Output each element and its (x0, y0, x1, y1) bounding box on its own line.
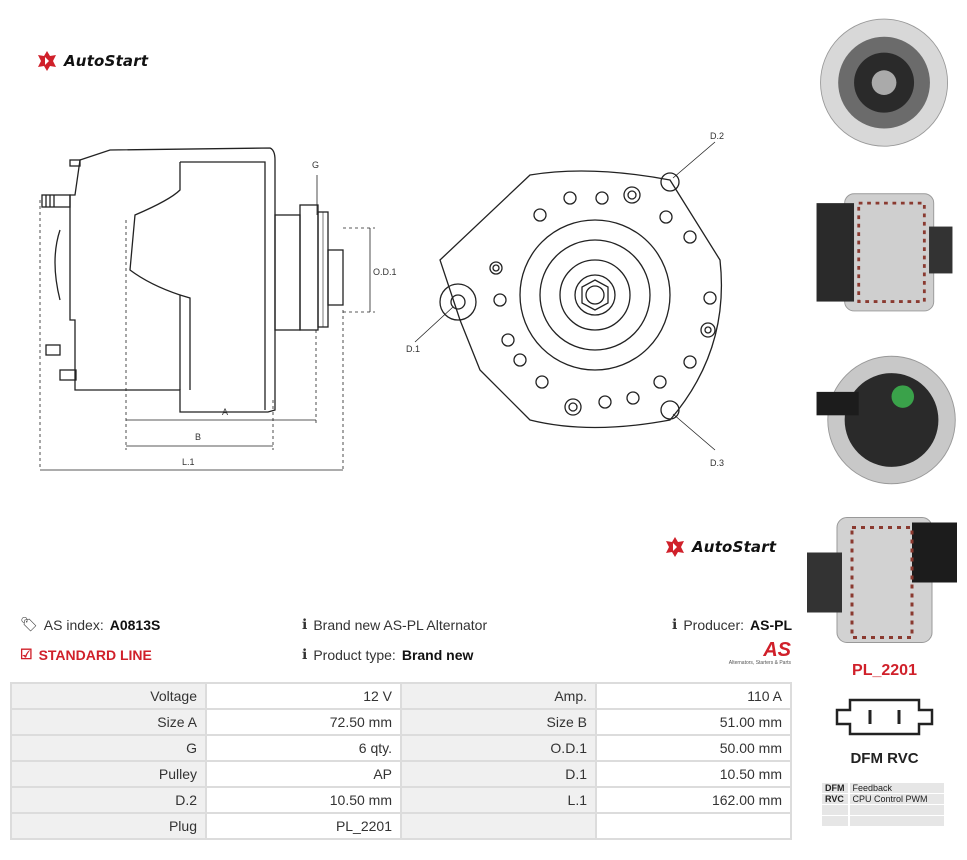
spec-label: Size A (10, 708, 207, 736)
spec-value: 10.50 mm (205, 786, 402, 814)
spec-label: D.1 (400, 760, 597, 788)
spec-label: Amp. (400, 682, 597, 710)
description: ℹ Brand new AS-PL Alternator (302, 616, 488, 633)
legend-key (822, 815, 850, 827)
producer-logo: AS Alternators, Starters & Parts (728, 639, 791, 666)
spec-label: G (10, 734, 207, 762)
technical-drawing: G O.D.1 A B L.1 D.1 D.2 D.3 (39, 131, 724, 471)
brand-logo-secondary: AutoStart (664, 536, 776, 558)
product-type: ℹ Product type: Brand new (302, 646, 474, 663)
legend-value: CPU Control PWM (848, 793, 946, 805)
label-d1: D.1 (406, 344, 420, 354)
label-a: A (222, 407, 228, 417)
info-icon: ℹ (672, 616, 678, 632)
spec-label (400, 812, 597, 840)
tag-icon: 🏷 (20, 616, 38, 632)
plug-code: PL_2201 (852, 662, 917, 679)
product-photo-side (816, 193, 953, 312)
spec-value: 10.50 mm (595, 760, 792, 788)
product-photo-top (807, 517, 957, 643)
spec-label: Voltage (10, 682, 207, 710)
as-index-value: A0813S (109, 616, 161, 633)
spec-label: Pulley (10, 760, 207, 788)
spec-label: D.2 (10, 786, 207, 814)
spec-value (595, 812, 792, 840)
spec-value: 6 qty. (205, 734, 402, 762)
label-d3: D.3 (710, 458, 724, 468)
spec-label: Size B (400, 708, 597, 736)
legend-key: RVC (822, 793, 850, 805)
checkbox-icon: ☑ (20, 646, 33, 662)
spec-value: 51.00 mm (595, 708, 792, 736)
label-d2: D.2 (710, 131, 724, 141)
label-l1: L.1 (182, 457, 195, 467)
label-g: G (312, 160, 319, 170)
spec-value: 162.00 mm (595, 786, 792, 814)
standard-line: ☑ STANDARD LINE (20, 646, 152, 663)
label-od1: O.D.1 (373, 267, 397, 277)
legend-value: Feedback (848, 783, 946, 794)
legend-row (822, 815, 946, 827)
brand-name: AutoStart (64, 52, 149, 70)
spec-label: O.D.1 (400, 734, 597, 762)
spec-value: AP (205, 760, 402, 788)
autostart-logo-icon (38, 51, 56, 71)
brand-logo: AutoStart (36, 50, 148, 72)
product-photo-front (820, 18, 949, 147)
as-index: 🏷 AS index: A0813S (20, 616, 161, 633)
label-b: B (195, 432, 201, 442)
legend-value (848, 804, 946, 816)
plug-connector-icon (835, 698, 934, 736)
legend-key (822, 804, 850, 816)
spec-value: 72.50 mm (205, 708, 402, 736)
spec-value: PL_2201 (205, 812, 402, 840)
producer: ℹ Producer: AS-PL (672, 616, 793, 633)
legend-key: DFM (822, 783, 850, 794)
info-icon: ℹ (302, 616, 308, 632)
autostart-logo-icon (666, 537, 684, 557)
legend-row (822, 804, 946, 816)
spec-label: Plug (10, 812, 207, 840)
spec-value: 12 V (205, 682, 402, 710)
legend-value (848, 815, 946, 827)
spec-label: L.1 (400, 786, 597, 814)
info-icon: ℹ (302, 646, 308, 662)
spec-value: 110 A (595, 682, 792, 710)
spec-value: 50.00 mm (595, 734, 792, 762)
product-photo-rear (816, 355, 956, 485)
brand-name: AutoStart (692, 538, 777, 556)
plug-pins-label: DFM RVC (850, 750, 919, 767)
